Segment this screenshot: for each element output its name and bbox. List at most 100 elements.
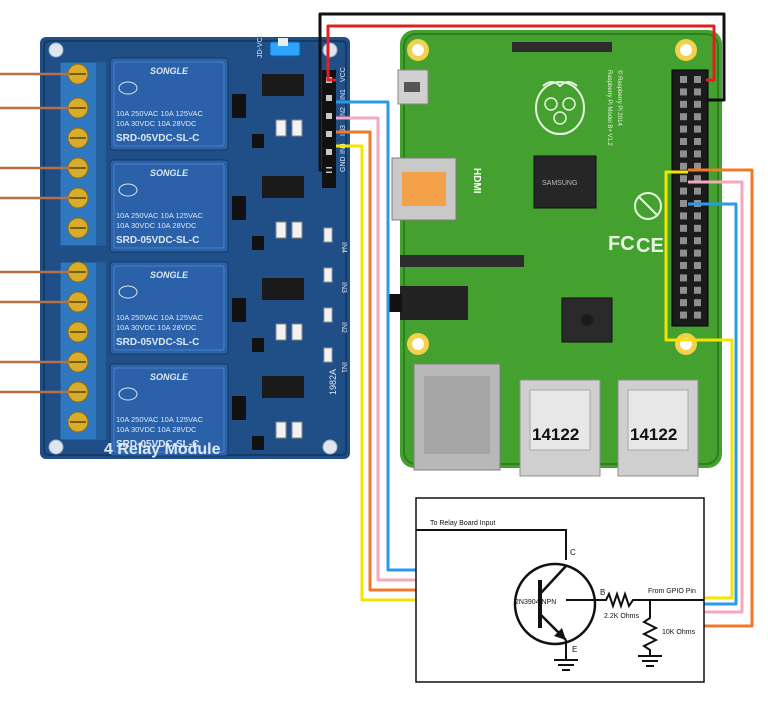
wire-yellow-gpio	[664, 170, 734, 600]
optocoupler	[262, 376, 304, 398]
transistor-label: 2N3904 NPN	[515, 599, 556, 606]
gpio-pin	[694, 286, 701, 294]
usb-port-left: 14122	[519, 379, 601, 477]
relay-rating-2: 10A 30VDC 10A 28VDC	[116, 323, 197, 332]
ground-symbol	[554, 659, 578, 671]
terminal-screw	[67, 351, 89, 373]
transistor-symbol	[513, 562, 597, 646]
gpio-pin	[680, 88, 687, 96]
channel-led	[323, 267, 333, 283]
jumper-label: JD-VCC	[257, 32, 264, 58]
gpio-pin	[680, 150, 687, 158]
gpio-pin	[680, 200, 687, 207]
gpio-pin	[694, 311, 701, 319]
usb-label-left: 14122	[532, 425, 579, 444]
gpio-pin	[680, 237, 687, 245]
wire-orange-relay	[336, 130, 416, 592]
relay-rating-2: 10A 30VDC 10A 28VDC	[116, 119, 197, 128]
relay-rating-1: 10A 250VAC 10A 125VAC	[116, 211, 203, 220]
wire-blue-gpio	[688, 202, 738, 606]
terminal-screw	[67, 157, 89, 179]
schematic-title: To Relay Board Input	[430, 520, 495, 527]
jdvcc-jumper: JD-VCC	[257, 32, 301, 58]
relay-rating-2: 10A 30VDC 10A 28VDC	[116, 221, 197, 230]
ground-symbol-2	[638, 655, 662, 667]
gpio-pin	[694, 299, 701, 307]
recycle-mark	[634, 192, 662, 220]
schematic-frame	[415, 497, 705, 683]
gpio-pin	[694, 224, 701, 232]
usb-label-right: 14122	[630, 425, 677, 444]
relay-pin-label: GND	[340, 156, 347, 172]
relay-model: SRD-05VDC-SL-C	[116, 235, 199, 246]
wire-gnd	[318, 12, 726, 172]
wires	[318, 12, 754, 628]
pi-copyright-text: © Raspberry Pi 2014	[616, 70, 623, 126]
gpio-pin	[680, 125, 687, 133]
gpio-pin	[680, 224, 687, 232]
gpio-pin	[694, 113, 701, 121]
relay-brand: SONGLE	[150, 270, 189, 280]
raspberry-pi: Raspberry Pi Model B+ V1.2 © Raspberry P…	[388, 30, 722, 477]
relay-rating-2: 10A 30VDC 10A 28VDC	[116, 425, 197, 434]
relay-rating-1: 10A 250VAC 10A 125VAC	[116, 415, 203, 424]
gpio-pin	[680, 76, 687, 83]
channel-led	[323, 347, 333, 363]
gpio-pin	[680, 262, 687, 269]
pi-pcb	[400, 30, 722, 468]
ce-mark: CE	[636, 235, 664, 257]
terminal-screw	[67, 63, 89, 85]
channel-label: IN4	[340, 242, 347, 253]
channel-label: IN1	[340, 362, 347, 373]
mounting-hole	[322, 42, 338, 58]
gpio-pin	[694, 76, 701, 83]
relay-brand: SONGLE	[150, 168, 189, 178]
pi-model-text: Raspberry Pi Model B+ V1.2	[606, 70, 612, 147]
relay-pin-label: IN4	[340, 143, 347, 154]
gpio-pin	[680, 187, 687, 195]
relay-model: SRD-05VDC-SL-C	[116, 439, 199, 450]
hdmi-label: HDMI	[471, 168, 482, 194]
resistor1-label: 2.2K Ohms	[604, 613, 640, 620]
gpio-pin	[694, 125, 701, 133]
relay-brand: SONGLE	[150, 372, 189, 382]
relay-rating-1: 10A 250VAC 10A 125VAC	[116, 109, 203, 118]
wire-vcc	[326, 24, 716, 82]
terminal-screw	[67, 187, 89, 209]
channel-led	[323, 227, 333, 243]
relay-pin-label: IN2	[340, 107, 347, 118]
board-code-label: 1982A	[328, 369, 338, 395]
wire-orange-gpio	[688, 168, 754, 628]
relay-pin	[326, 95, 332, 101]
usb-port-right: 14122	[617, 379, 699, 477]
relay-pin-label: VCC	[340, 67, 347, 82]
channel-label: IN2	[340, 322, 347, 333]
terminal-screw	[67, 381, 89, 403]
mounting-hole	[322, 439, 338, 455]
dsi-connector	[512, 42, 612, 52]
gpio-pin	[680, 212, 687, 220]
gpio-pin	[680, 299, 687, 307]
gpio-pin	[694, 212, 701, 220]
chip-label: SAMSUNG	[542, 180, 577, 187]
gpio-pin	[694, 175, 701, 183]
gpio-pin	[680, 311, 687, 319]
channel-label: IN3	[340, 282, 347, 293]
relay-pin	[326, 149, 332, 155]
wire-yellow-relay	[336, 144, 416, 602]
gpio-pin	[694, 274, 701, 282]
relay-pin-header	[322, 70, 336, 188]
relay-model: SRD-05VDC-SL-C	[116, 133, 199, 144]
wire-blue-relay	[336, 100, 416, 572]
resistor2-label: 10K Ohms	[662, 629, 696, 636]
relay-module-label: 4 Relay Module	[104, 441, 221, 458]
gpio-pin	[694, 100, 701, 108]
gpio-pin	[680, 138, 687, 145]
terminal-screw	[67, 217, 89, 239]
